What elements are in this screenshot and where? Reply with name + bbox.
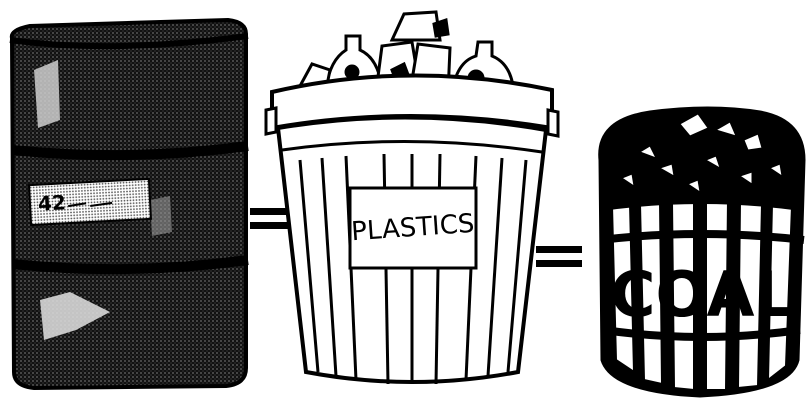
barrel-label: 42: [27, 177, 153, 227]
equals-sign-2: [536, 246, 582, 267]
barrel-hoop: [11, 141, 249, 161]
coal-chunks: [620, 113, 783, 194]
plastics-bin: PLASTICS: [264, 10, 560, 385]
coal-barrel: COAL: [598, 106, 806, 398]
bin-label: PLASTICS: [348, 186, 478, 270]
barrel-label-text: 42: [37, 190, 66, 215]
equals-sign-1: [250, 208, 294, 229]
barrel-hoop: [11, 255, 249, 275]
coal-label-text: COAL: [610, 258, 794, 331]
oil-barrel: 42: [9, 17, 249, 391]
